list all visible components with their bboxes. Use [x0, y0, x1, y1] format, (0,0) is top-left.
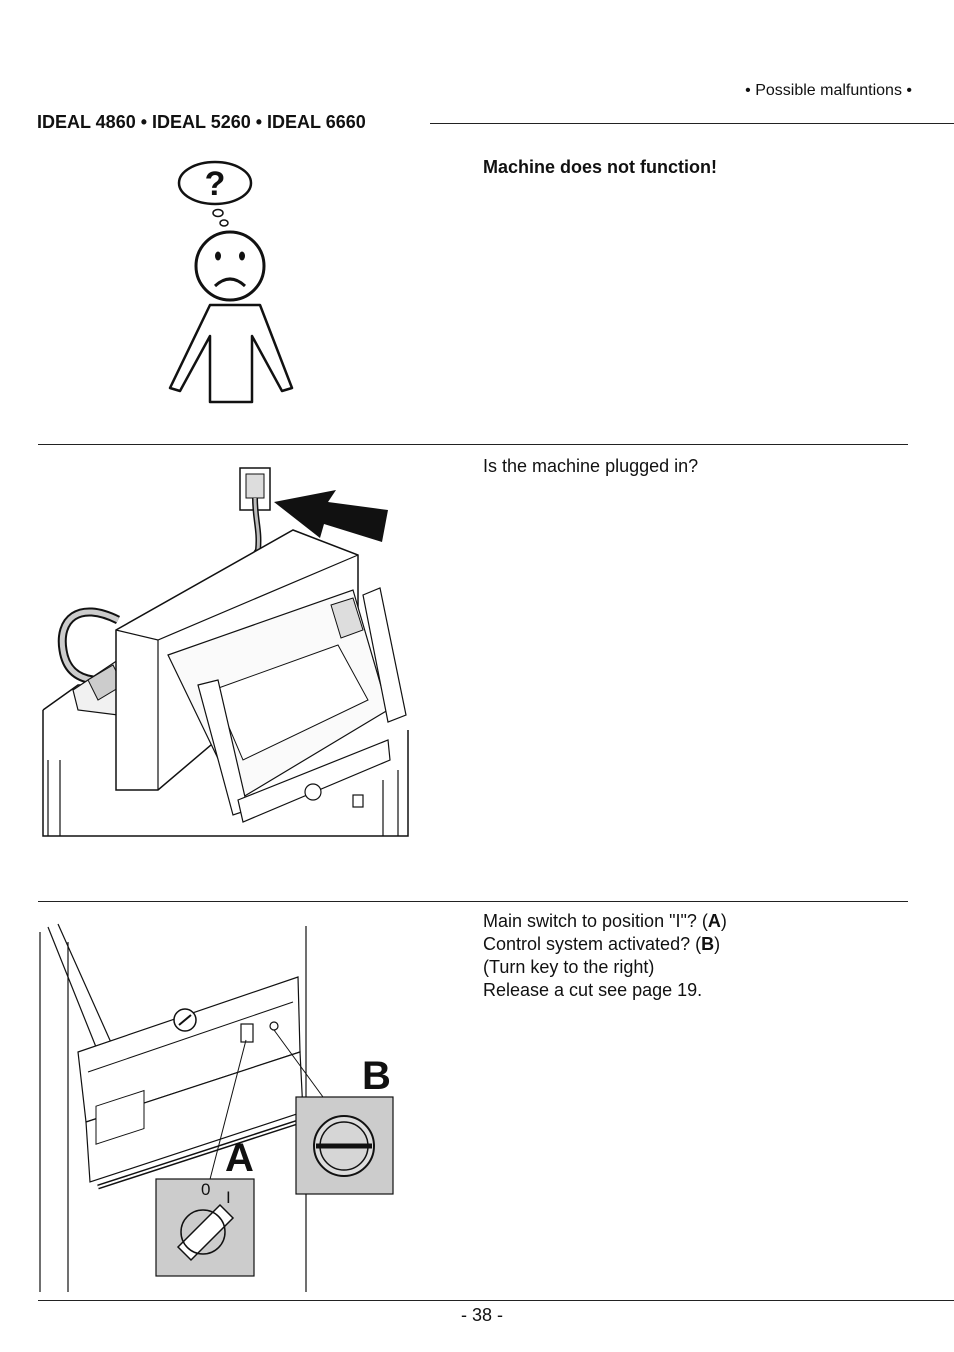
section-heading-malfunction: Machine does not function! [483, 157, 717, 177]
step-switch-line-2: Control system activated? (B) [483, 933, 727, 956]
callout-letter-a: A [225, 1136, 254, 1180]
machine-plug-illustration [42, 467, 409, 837]
step-switch-text: Main switch to position "I"? (A) Control… [483, 910, 727, 1002]
switch-position-zero: 0 [201, 1180, 211, 1199]
confused-person-icon: ? [168, 160, 294, 404]
step-switch-line-1: Main switch to position "I"? (A) [483, 910, 727, 933]
document-title: IDEAL 4860 • IDEAL 5260 • IDEAL 6660 [37, 112, 366, 132]
section-divider-2 [38, 901, 908, 902]
callout-letter-b: B [362, 1054, 391, 1098]
line-2-part-1: Control system activated? ( [483, 934, 702, 954]
step-switch-line-4: Release a cut see page 19. [483, 980, 703, 1000]
line-1-ref-a: A [707, 911, 721, 931]
line-2-part-2: ) [714, 934, 721, 954]
section-divider-1 [38, 444, 908, 445]
page-number: - 38 - [460, 1305, 503, 1325]
header-rule [430, 123, 954, 124]
step-plug-line: Is the machine plugged in? [483, 456, 699, 476]
line-2-ref-b: B [701, 934, 715, 954]
line-1-part-1: Main switch to position "I"? ( [483, 911, 708, 931]
step-switch-line-3: (Turn key to the right) [483, 957, 655, 977]
step-plug-text: Is the machine plugged in? [483, 455, 698, 478]
svg-text:?: ? [205, 165, 226, 203]
line-1-part-2: ) [720, 911, 727, 931]
section-tag: • Possible malfuntions • [745, 82, 912, 99]
machine-switch-illustration [39, 923, 394, 1292]
switch-position-one: I [226, 1188, 231, 1207]
footer-rule [38, 1300, 954, 1301]
